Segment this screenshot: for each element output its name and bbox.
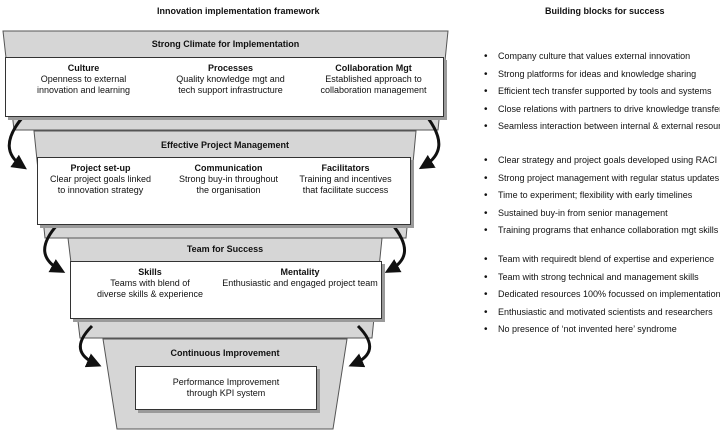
col-line-1: Clear project goals linked <box>49 174 152 184</box>
col-line-1: Training and incentives <box>299 174 392 184</box>
bullet-item: Company culture that values external inn… <box>484 51 720 69</box>
col-line-2: collaboration management <box>320 85 427 95</box>
col-line-1: Openness to external <box>40 74 127 84</box>
arrow-left-2 <box>43 222 66 273</box>
col-heading: Communication <box>194 163 263 173</box>
col-line-2: that facilitate success <box>302 185 389 195</box>
level-3-box: Skills Teams with blend of diverse skill… <box>70 261 382 319</box>
bullet-item: Close relations with partners to drive k… <box>484 104 720 122</box>
col-heading: Skills <box>138 267 162 277</box>
bullet-item: Strong project management with regular s… <box>484 173 719 191</box>
bullet-item: Dedicated resources 100% focussed on imp… <box>484 289 720 307</box>
col-line-1: Enthusiastic and engaged project team <box>222 278 378 288</box>
bullet-item: No presence of ‘not invented here’ syndr… <box>484 324 720 342</box>
arrow-left-1 <box>7 117 27 170</box>
bullet-item: Seamless interaction between internal & … <box>484 121 720 139</box>
col-heading: Culture <box>67 63 100 73</box>
col-heading: Collaboration Mgt <box>335 63 412 73</box>
level-1-col-collaboration: Collaboration Mgt Established approach t… <box>306 63 441 96</box>
level-2-col-facilitators: Facilitators Training and incentives tha… <box>283 163 408 196</box>
col-line-2: the organisation <box>196 185 261 195</box>
level-2-col-communication: Communication Strong buy-in throughout t… <box>166 163 291 196</box>
col-line-1: Strong buy-in throughout <box>178 174 279 184</box>
bullet-item: Enthusiastic and motivated scientists an… <box>484 307 720 325</box>
level-3-title: Team for Success <box>186 244 264 254</box>
bullet-item: Training programs that enhance collabora… <box>484 225 719 243</box>
level-1-col-culture: Culture Openness to external innovation … <box>16 63 151 96</box>
arrow-right-1 <box>418 117 441 170</box>
level-2-title: Effective Project Management <box>160 140 290 150</box>
col-line-2: through KPI system <box>186 388 266 398</box>
level-3-col-mentality: Mentality Enthusiastic and engaged proje… <box>219 267 381 289</box>
building-blocks-header: Building blocks for success <box>545 6 665 16</box>
col-heading: Project set-up <box>70 163 131 173</box>
bullet-item: Sustained buy-in from senior management <box>484 208 719 226</box>
bullet-item: Strong platforms for ideas and knowledge… <box>484 69 720 87</box>
col-line-1: Established approach to <box>325 74 422 84</box>
bullet-item: Team with strong technical and managemen… <box>484 272 720 290</box>
bullet-item: Time to experiment; flexibility with ear… <box>484 190 719 208</box>
col-line-1: Teams with blend of <box>110 278 190 288</box>
bullets-level-3: Team with requiredt blend of expertise a… <box>484 254 720 342</box>
col-heading: Mentality <box>280 267 320 277</box>
level-1-col-processes: Processes Quality knowledge mgt and tech… <box>158 63 303 96</box>
arrow-right-3 <box>348 324 371 368</box>
level-3-col-skills: Skills Teams with blend of diverse skill… <box>75 267 225 300</box>
level-2-col-project-setup: Project set-up Clear project goals linke… <box>38 163 163 196</box>
bullets-level-1: Company culture that values external inn… <box>484 51 720 139</box>
level-2-box: Project set-up Clear project goals linke… <box>37 157 411 225</box>
col-line-2: tech support infrastructure <box>178 85 283 95</box>
col-line-2: diverse skills & experience <box>96 289 204 299</box>
col-line-2: innovation and learning <box>36 85 131 95</box>
arrow-left-3 <box>79 324 102 368</box>
bullets-level-2: Clear strategy and project goals develop… <box>484 155 719 243</box>
level-4-box: Performance Improvement through KPI syst… <box>135 366 317 410</box>
col-line-1: Quality knowledge mgt and <box>176 74 285 84</box>
arrow-right-2 <box>384 223 406 273</box>
framework-header: Innovation implementation framework <box>157 6 320 16</box>
bullet-item: Efficient tech transfer supported by too… <box>484 86 720 104</box>
col-line-2: to innovation strategy <box>57 185 144 195</box>
col-line-1: Performance Improvement <box>172 377 280 387</box>
level-4-title: Continuous Improvement <box>170 348 280 358</box>
bullet-item: Team with requiredt blend of expertise a… <box>484 254 720 272</box>
level-4-kpi-text: Performance Improvement through KPI syst… <box>136 377 316 399</box>
level-1-box: Culture Openness to external innovation … <box>5 57 444 117</box>
col-heading: Processes <box>207 63 254 73</box>
level-1-title: Strong Climate for Implementation <box>151 39 300 49</box>
bullet-item: Clear strategy and project goals develop… <box>484 155 719 173</box>
col-heading: Facilitators <box>321 163 370 173</box>
